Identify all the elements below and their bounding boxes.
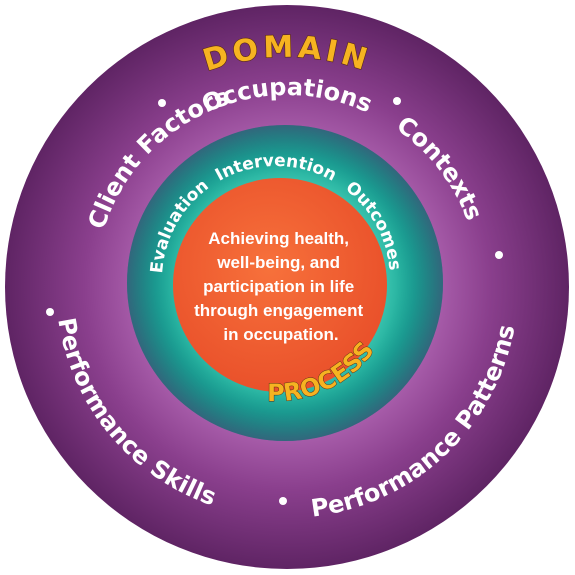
- separator-dot: [393, 97, 401, 105]
- domain-separator-dots: [46, 97, 503, 505]
- center-line-5: in occupation.: [223, 325, 338, 344]
- center-line-1: Achieving health,: [208, 229, 349, 248]
- center-line-3: participation in life: [203, 277, 354, 296]
- separator-dot: [279, 497, 287, 505]
- center-line-4: through engagement: [194, 301, 363, 320]
- svg-text:Achieving health, well-bei: Achieving health, well-being, and partic…: [194, 229, 368, 344]
- separator-dot: [495, 251, 503, 259]
- center-circle: [173, 178, 387, 392]
- center-line-2: well-being, and: [216, 253, 340, 272]
- separator-dot: [158, 99, 166, 107]
- separator-dot: [46, 308, 54, 316]
